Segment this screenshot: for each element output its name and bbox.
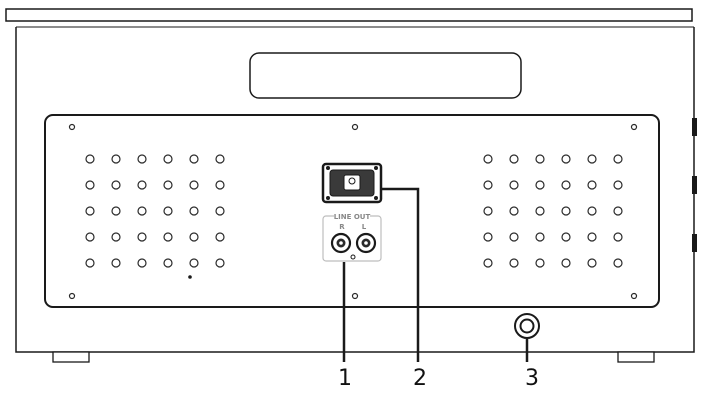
rear-panel xyxy=(44,114,660,308)
left-speaker-grille xyxy=(85,154,225,268)
grille-hole xyxy=(137,180,147,190)
grille-hole xyxy=(85,180,95,190)
grille-hole xyxy=(85,206,95,216)
grille-hole xyxy=(163,154,173,164)
grille-hole xyxy=(587,154,597,164)
grille-hole xyxy=(535,154,545,164)
grille-hole xyxy=(111,232,121,242)
screw xyxy=(374,196,378,200)
grille-hole xyxy=(535,232,545,242)
screw xyxy=(374,166,378,170)
screw xyxy=(68,123,76,131)
grille-hole xyxy=(137,206,147,216)
grille-hole xyxy=(483,258,493,268)
grille-hole xyxy=(215,180,225,190)
grille-hole xyxy=(137,258,147,268)
right-channel-label: R xyxy=(339,223,345,231)
grille-hole xyxy=(561,154,571,164)
left-foot xyxy=(52,351,90,363)
grille-hole xyxy=(189,206,199,216)
grille-hole xyxy=(111,206,121,216)
grille-hole xyxy=(535,206,545,216)
grille-hole xyxy=(215,154,225,164)
grille-hole xyxy=(189,154,199,164)
grille-hole xyxy=(85,258,95,268)
right-foot xyxy=(617,351,655,363)
grille-hole xyxy=(587,232,597,242)
power-socket-pin xyxy=(348,177,356,185)
grille-hole xyxy=(613,180,623,190)
connector-knob xyxy=(514,313,540,339)
grille-hole xyxy=(111,154,121,164)
line-out-label-bg xyxy=(334,213,370,220)
callout-2: 2 xyxy=(413,366,427,391)
callout-1: 1 xyxy=(338,366,352,391)
rca-jack-left-pin xyxy=(364,241,368,245)
indicator-dot xyxy=(188,275,192,279)
grille-hole xyxy=(561,258,571,268)
panel-screws xyxy=(68,123,638,300)
grille-hole xyxy=(509,154,519,164)
grille-hole xyxy=(509,232,519,242)
grille-hole xyxy=(111,258,121,268)
grille-hole xyxy=(483,154,493,164)
ground-dot xyxy=(350,254,356,260)
grille-hole xyxy=(189,232,199,242)
grille-hole xyxy=(561,206,571,216)
grille-hole xyxy=(587,180,597,190)
grille-hole xyxy=(561,232,571,242)
grille-hole xyxy=(587,206,597,216)
grille-hole xyxy=(587,258,597,268)
grille-hole xyxy=(613,232,623,242)
grille-hole xyxy=(509,258,519,268)
callout-3: 3 xyxy=(525,366,539,391)
rca-jack-right-pin xyxy=(339,241,343,245)
grille-hole xyxy=(189,258,199,268)
screw xyxy=(326,166,330,170)
screw xyxy=(630,292,638,300)
screw xyxy=(351,292,359,300)
connector-knob-inner xyxy=(519,318,535,334)
screw xyxy=(630,123,638,131)
line-out-label: LINE OUT xyxy=(334,213,371,221)
grille-hole xyxy=(163,206,173,216)
grille-hole xyxy=(137,154,147,164)
left-channel-label: L xyxy=(362,223,367,231)
line-out-block: LINE OUT R L xyxy=(322,213,382,262)
grille-hole xyxy=(509,206,519,216)
screw xyxy=(351,123,359,131)
side-tab xyxy=(692,176,697,194)
grille-hole xyxy=(215,232,225,242)
grille-hole xyxy=(189,180,199,190)
grille-hole xyxy=(613,206,623,216)
right-speaker-grille xyxy=(483,154,623,268)
grille-hole xyxy=(163,258,173,268)
grille-hole xyxy=(613,258,623,268)
grille-hole xyxy=(483,180,493,190)
grille-hole xyxy=(535,258,545,268)
grille-hole xyxy=(215,258,225,268)
grille-hole xyxy=(561,180,571,190)
grille-hole xyxy=(111,180,121,190)
top-lid xyxy=(5,8,693,22)
grille-hole xyxy=(483,206,493,216)
screw xyxy=(326,196,330,200)
grille-hole xyxy=(483,232,493,242)
side-tab xyxy=(692,118,697,136)
grille-hole xyxy=(163,180,173,190)
power-socket xyxy=(321,162,383,204)
grille-hole xyxy=(163,232,173,242)
grille-hole xyxy=(137,232,147,242)
handle-slot xyxy=(249,52,522,99)
grille-hole xyxy=(535,180,545,190)
grille-hole xyxy=(613,154,623,164)
callout-2-leader xyxy=(381,187,420,362)
screw xyxy=(68,292,76,300)
grille-hole xyxy=(85,232,95,242)
side-tab xyxy=(692,234,697,252)
grille-hole xyxy=(85,154,95,164)
grille-hole xyxy=(509,180,519,190)
grille-hole xyxy=(215,206,225,216)
